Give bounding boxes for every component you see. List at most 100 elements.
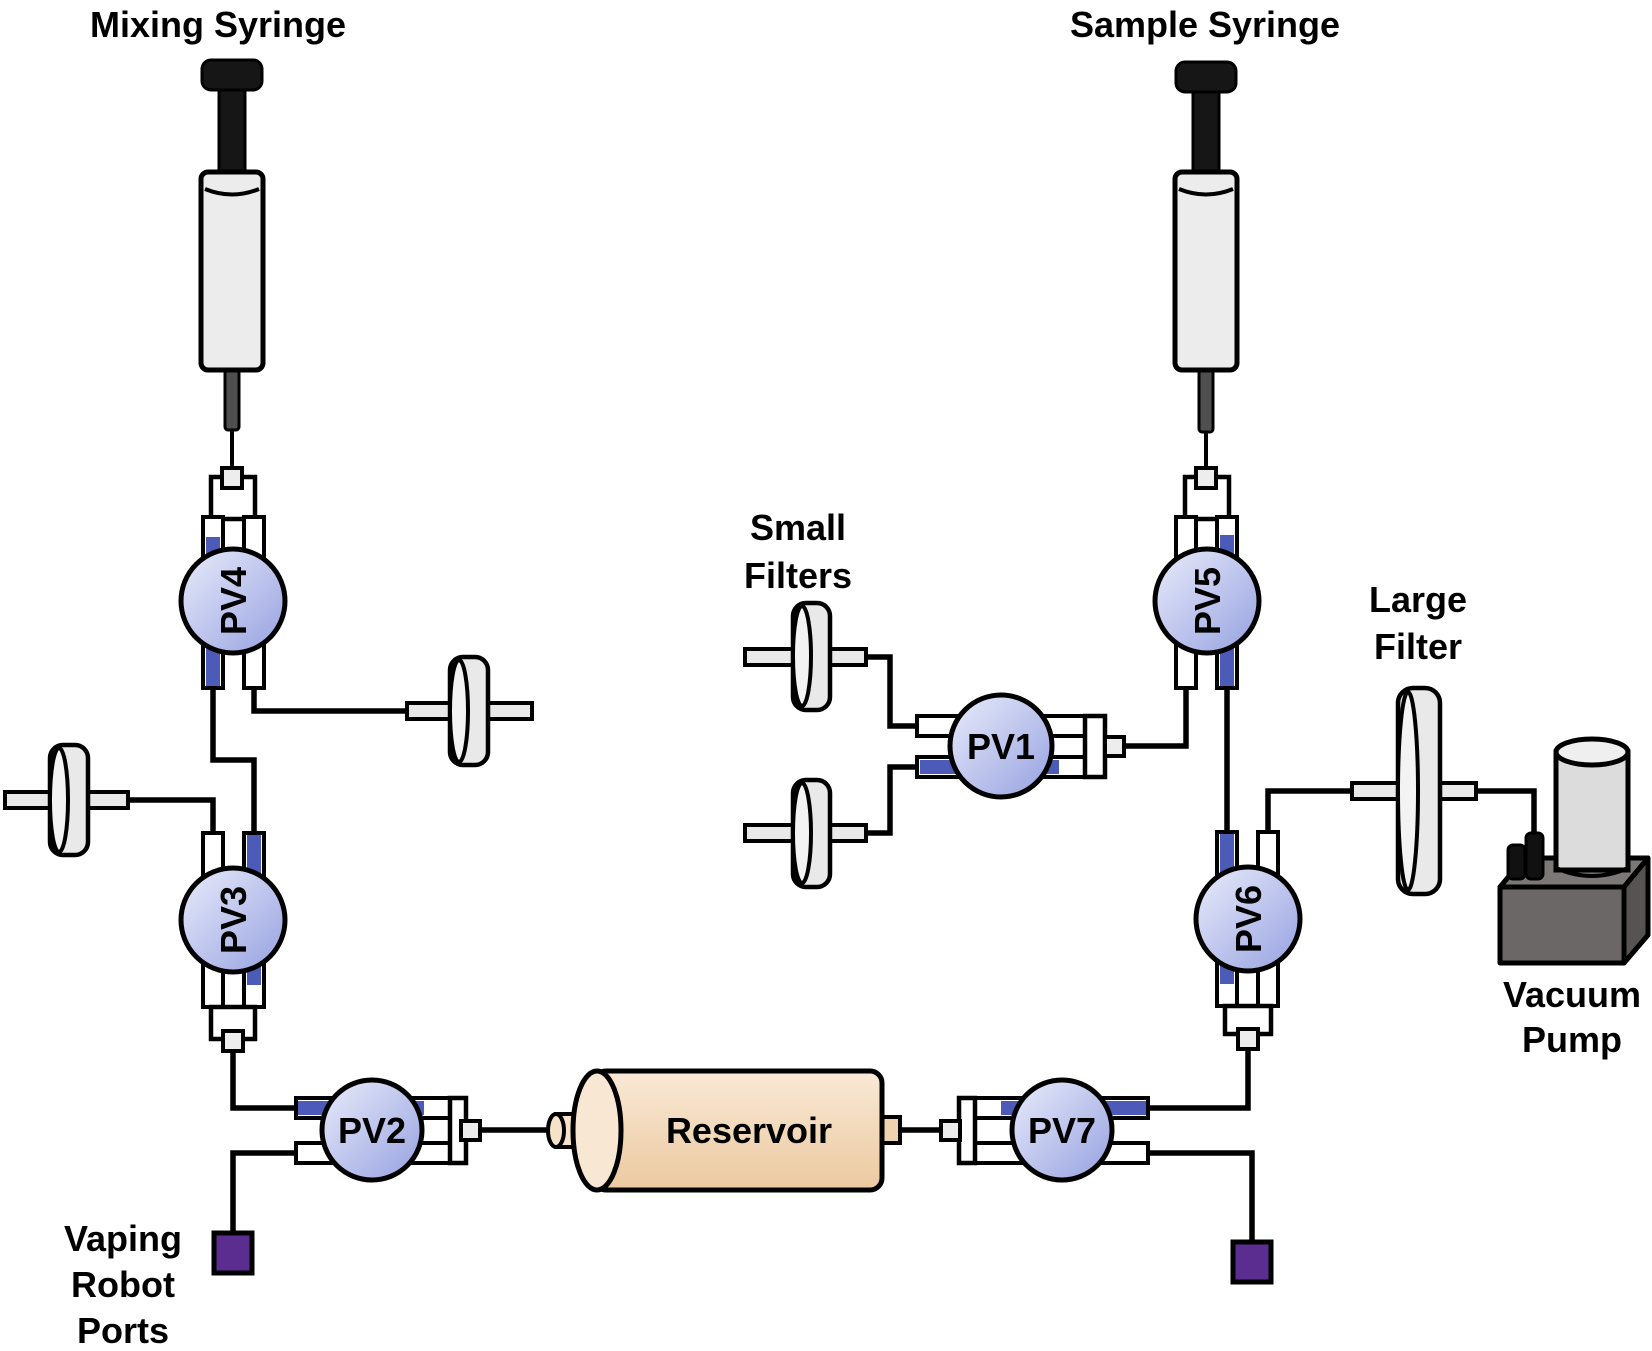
filter-stub <box>405 701 452 721</box>
connector-fitting <box>939 1119 962 1142</box>
barrel-mouth <box>204 187 260 197</box>
left-vent-filter <box>3 742 130 858</box>
reservoir-end-cap <box>570 1068 624 1193</box>
pump-cylinder <box>1553 749 1631 873</box>
filter-stub <box>1350 781 1400 801</box>
pinch-valve-pv1: PV1 <box>915 692 1126 800</box>
tubing-line <box>230 1049 296 1111</box>
reservoir: Reservoir <box>546 1068 902 1193</box>
pv5-label: PV5 <box>1187 567 1228 635</box>
connector-fitting <box>220 466 244 490</box>
reservoir-label: Reservoir <box>666 1110 832 1151</box>
filter-disc-face <box>1396 690 1420 892</box>
tubing-line <box>126 797 216 835</box>
pv7-label: PV7 <box>1028 1110 1096 1151</box>
vaping-robot-ports-label-line1: Vaping <box>64 1218 182 1259</box>
pinch-valve-pv4: PV4 <box>178 466 288 690</box>
pv3-valve-body <box>178 865 288 975</box>
tubing-line <box>210 688 257 835</box>
vacuum-pump <box>1497 736 1651 966</box>
tubing-line <box>866 654 917 729</box>
pv1-valve-body <box>947 692 1055 800</box>
tubing-lines <box>126 430 1537 1242</box>
pv5-valve-body <box>1152 546 1262 656</box>
syringe-tip <box>223 366 241 432</box>
connector-fitting <box>1103 735 1126 758</box>
pv4-label: PV4 <box>213 567 254 635</box>
small-filter-top <box>743 600 868 713</box>
pv6-valve-body <box>1193 864 1303 974</box>
pump-front-face <box>1497 884 1627 966</box>
large-filter <box>1350 685 1478 897</box>
small-filters-label-line1: Small <box>750 507 846 548</box>
pinch-valve-pv5: PV5 <box>1152 466 1262 690</box>
connector-fitting <box>221 1029 245 1053</box>
pv4-valve-body <box>178 546 288 656</box>
tubing-line <box>1265 788 1352 834</box>
tubing-line <box>1124 686 1189 749</box>
filter-disc-face <box>448 658 470 764</box>
plunger-rod <box>217 80 247 178</box>
tubing-line <box>1476 788 1537 845</box>
pump-side-face <box>1621 855 1651 966</box>
pinch-valve-pv3: PV3 <box>178 831 288 1053</box>
tubing-line <box>230 1150 296 1233</box>
pump-inlet-nozzle <box>1524 831 1545 881</box>
pv2-label: PV2 <box>338 1110 406 1151</box>
vacuum-pump-label-line2: Pump <box>1522 1019 1622 1060</box>
barrel-mouth <box>1178 187 1234 197</box>
filter-stub <box>3 790 52 810</box>
vacuum-pump-label-line1: Vacuum <box>1503 974 1641 1015</box>
tubing-line <box>1148 1150 1255 1242</box>
connector-fitting <box>459 1119 482 1142</box>
plunger-cap <box>200 58 264 92</box>
filter-stub <box>828 647 868 667</box>
pinch-valve-pv6: PV6 <box>1193 830 1303 1051</box>
pump-inlet-nozzle <box>1506 843 1527 881</box>
tubing-line <box>251 688 407 714</box>
vaping-robot-port-right <box>1230 1239 1274 1285</box>
sample-syringe-title: Sample Syringe <box>1070 4 1340 45</box>
tubing-line <box>1148 1049 1251 1111</box>
syringe-barrel <box>198 169 266 373</box>
pv2-valve-body <box>319 1077 425 1183</box>
large-filter-label-line1: Large <box>1369 579 1467 620</box>
pv6-label: PV6 <box>1228 885 1269 953</box>
vaping-robot-ports <box>211 1230 1274 1285</box>
reservoir-outlet-nub <box>880 1115 902 1145</box>
filter-disc-face <box>791 781 813 885</box>
filter-stub <box>486 701 534 721</box>
tubing-line <box>866 764 917 836</box>
port-bracket <box>1082 713 1108 780</box>
vaping-robot-ports-label-line2: Robot <box>71 1264 175 1305</box>
syringe-barrel <box>1172 169 1240 373</box>
reservoir-inlet-nub-cap <box>546 1112 566 1149</box>
vaping-robot-ports-label-line3: Ports <box>77 1310 169 1351</box>
pinch-valve-pv2: PV2 <box>294 1077 482 1183</box>
diagram-labels: Mixing Syringe Sample Syringe Small Filt… <box>64 4 1641 1351</box>
filter-disc-face <box>48 746 70 854</box>
plunger-cap <box>1174 60 1238 94</box>
filter-stub <box>1438 781 1478 801</box>
filter-stub <box>86 790 130 810</box>
small-filter-bottom <box>743 777 868 890</box>
mixing-vent-filter <box>405 654 534 768</box>
pump-cylinder-bottom <box>1555 866 1629 878</box>
vaping-robot-port-left <box>211 1230 255 1276</box>
plunger-rod <box>1191 82 1221 178</box>
filter-disc-face <box>791 604 813 708</box>
pv7-valve-body <box>1009 1077 1115 1183</box>
filter-stub <box>743 647 795 667</box>
connector-fitting <box>1236 1027 1260 1051</box>
connector-fitting <box>1194 466 1218 490</box>
mixing-syringe-title: Mixing Syringe <box>90 4 346 45</box>
filter-stub <box>828 823 868 843</box>
mixing-syringe <box>198 58 266 432</box>
pv3-label: PV3 <box>213 886 254 954</box>
sample-syringe <box>1172 60 1240 434</box>
large-filter-label-line2: Filter <box>1374 626 1462 667</box>
syringe-tip <box>1197 366 1215 434</box>
filter-stub <box>743 823 795 843</box>
pinch-valve-pv7: PV7 <box>939 1077 1150 1183</box>
